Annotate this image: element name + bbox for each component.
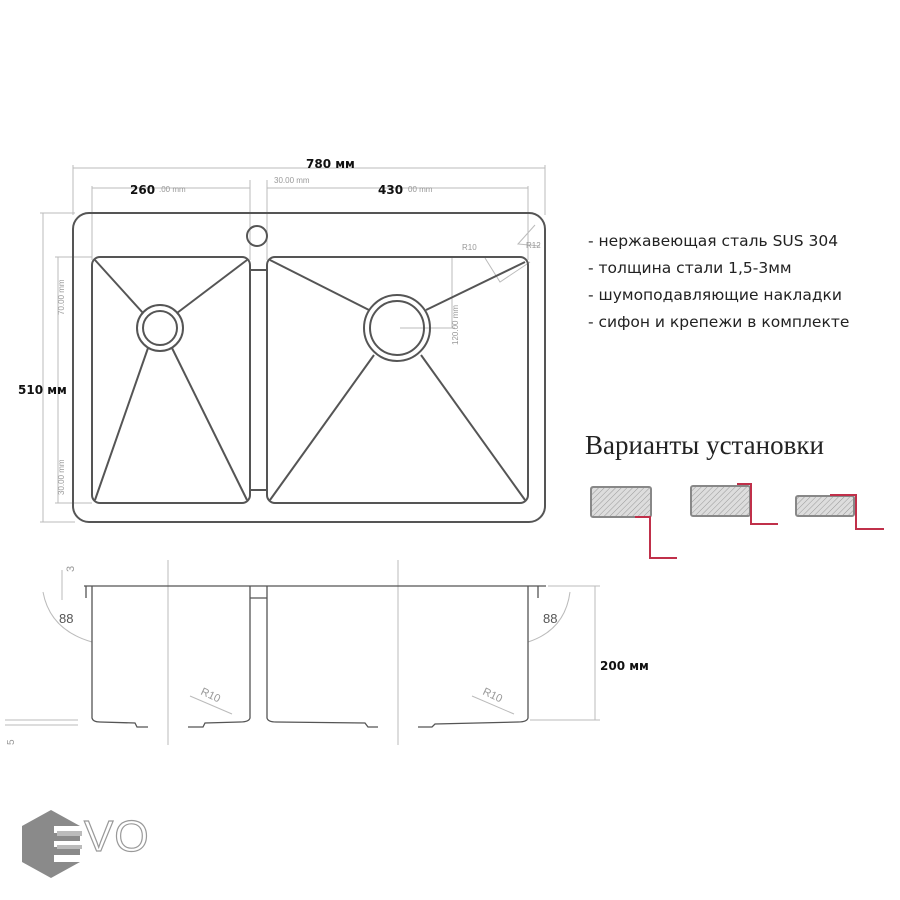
feature-item: - сифон и крепежи в комплекте <box>588 313 850 331</box>
right-bowl-label: 430 <box>378 183 403 197</box>
logo-text: VO <box>83 811 150 861</box>
dim-5: 5 <box>6 739 17 745</box>
left-bowl-suffix: .00 mm <box>159 185 186 194</box>
variant-overmount <box>795 494 884 530</box>
dim-120: 120.00 mm <box>451 305 460 345</box>
width-label: 780 мм <box>306 157 355 171</box>
sink-top-view <box>72 212 546 523</box>
left-bowl-label: 260 <box>130 183 155 197</box>
evo-logo <box>22 810 82 878</box>
feature-item: - толщина стали 1,5-3мм <box>588 259 792 277</box>
feature-item: - шумоподавляющие накладки <box>588 286 842 304</box>
variant-undermount <box>590 486 677 559</box>
gap-label: 30.00 mm <box>274 176 310 185</box>
r10-right: R10 <box>481 686 504 705</box>
depth-label: 200 мм <box>600 659 649 673</box>
feature-item: - нержавеющая сталь SUS 304 <box>588 232 839 250</box>
dim-3: 3 <box>65 566 77 572</box>
r10-left: R10 <box>199 686 222 705</box>
dim-30: 30.00 mm <box>57 459 66 495</box>
right-bowl-suffix: 00 mm <box>408 185 433 194</box>
angle-left: 88 <box>59 611 73 626</box>
height-label: 510 мм <box>18 383 67 397</box>
angle-right: 88 <box>543 611 557 626</box>
dim-70: 70.00 mm <box>57 279 66 315</box>
install-title: Варианты установки <box>585 430 824 460</box>
r12-label: R12 <box>526 241 541 250</box>
sink-side-view <box>5 560 600 745</box>
r10-label: R10 <box>462 243 477 252</box>
install-variants <box>590 483 884 559</box>
variant-flush <box>690 483 778 525</box>
